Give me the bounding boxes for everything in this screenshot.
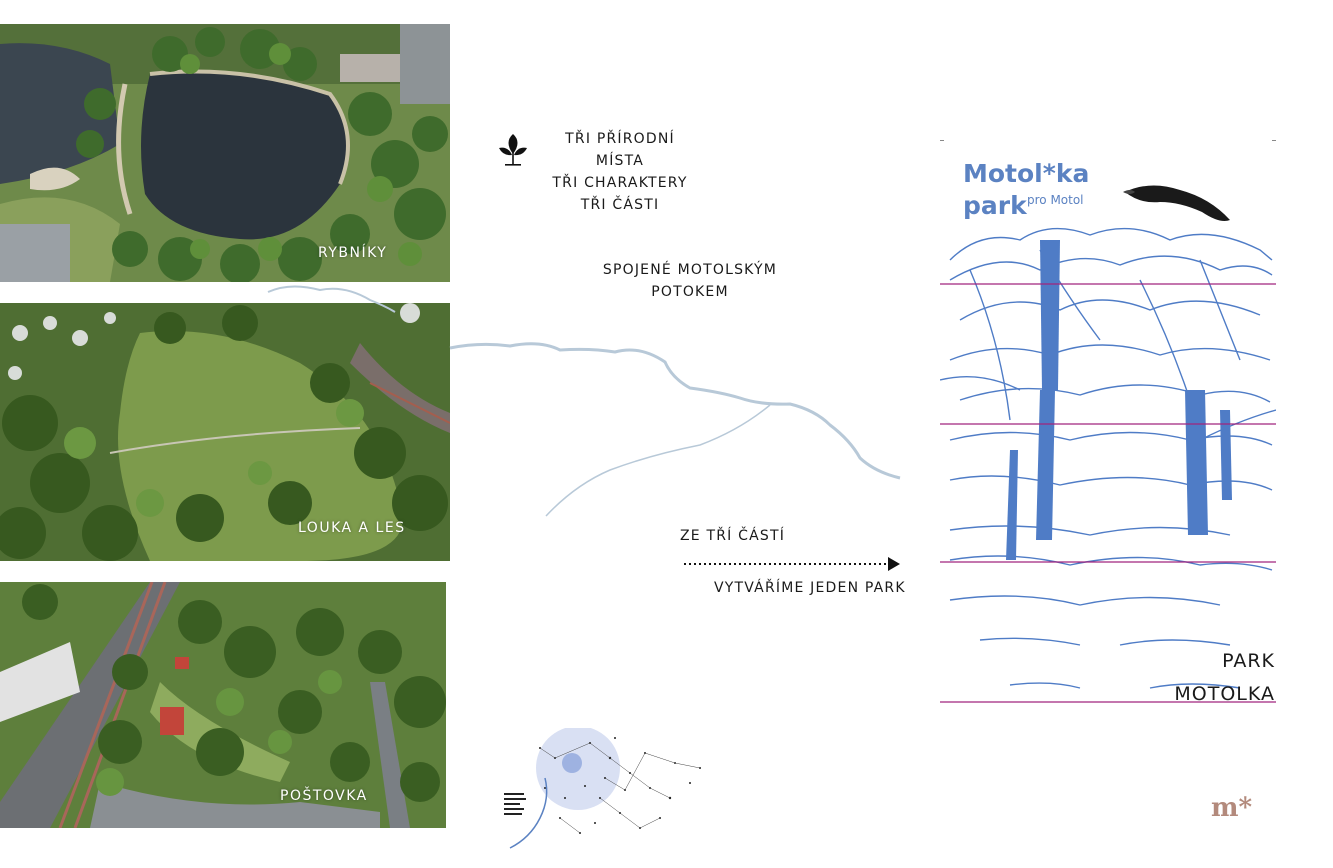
brand-subtitle: pro Motol xyxy=(1027,193,1084,207)
ponds-label: RYBNÍKY xyxy=(318,245,388,261)
flow-text-below: VYTVÁŘÍME JEDEN PARK xyxy=(714,580,906,596)
postovka-label: POŠTOVKA xyxy=(280,788,368,804)
brand-wordmark: Motol*ka park xyxy=(963,158,1089,222)
park-motolka-poster xyxy=(940,140,1276,703)
m-star-logo: m* xyxy=(1211,793,1253,823)
intro-line-2: TŘI CHARAKTERY xyxy=(552,175,688,191)
intro-text: TŘI PŘÍRODNÍ MÍSTA TŘI CHARAKTERY TŘI ČÁ… xyxy=(540,128,700,216)
intro-line-1: TŘI PŘÍRODNÍ MÍSTA xyxy=(565,131,675,169)
park-name: PARK MOTOLKA xyxy=(1174,645,1275,711)
stream-line-1: SPOJENÉ MOTOLSKÝM xyxy=(602,262,778,278)
meadow-label: LOUKA A LES xyxy=(298,520,406,536)
postovka-photo: POŠTOVKA xyxy=(0,582,446,828)
park-name-line-1: PARK xyxy=(1222,650,1275,672)
brand-line-1: Motol*ka xyxy=(963,159,1090,188)
park-name-line-2: MOTOLKA xyxy=(1174,683,1275,705)
ponds-photo: RYBNÍKY xyxy=(0,24,450,282)
stream-text: SPOJENÉ MOTOLSKÝM POTOKEM xyxy=(590,259,790,303)
stream-line-2: POTOKEM xyxy=(651,284,729,300)
leaf-sprout-icon xyxy=(497,132,529,170)
meadow-photo: LOUKA A LES xyxy=(0,303,450,561)
flow-text-above: ZE TŘÍ ČÁSTÍ xyxy=(680,528,786,544)
brand-line-2: park xyxy=(963,191,1027,220)
intro-line-3: TŘI ČÁSTI xyxy=(580,197,660,213)
dotted-arrow-right-icon xyxy=(684,557,900,571)
network-map-sketch xyxy=(502,728,701,849)
